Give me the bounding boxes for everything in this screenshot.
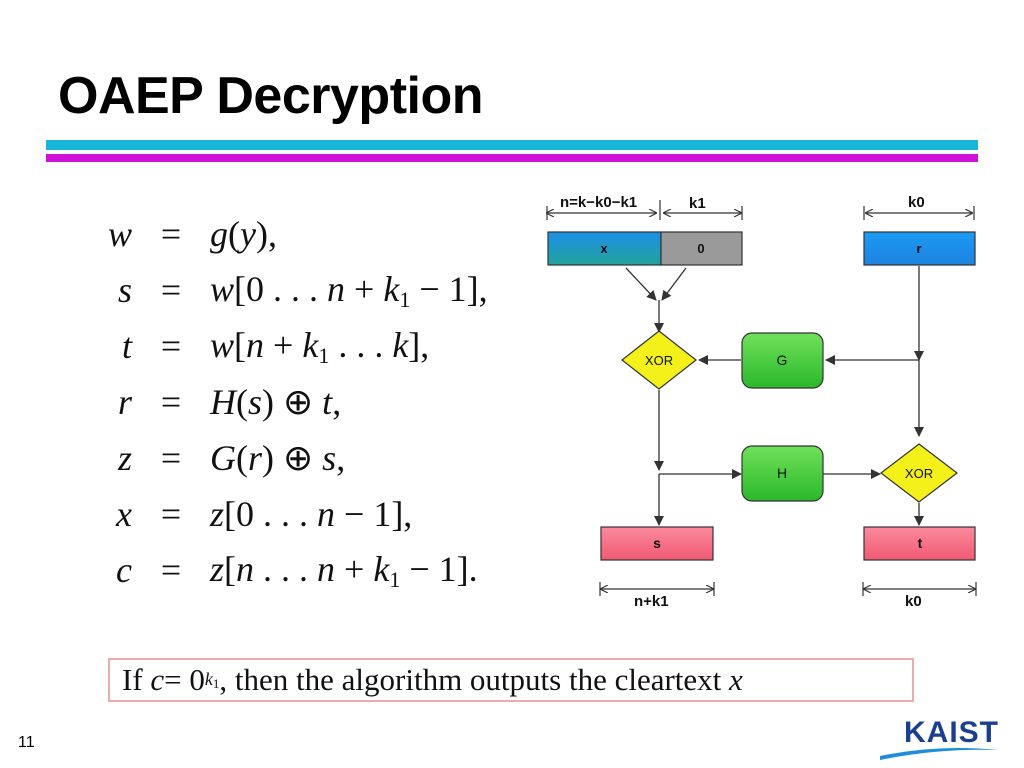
svg-text:r: r (916, 241, 921, 256)
equation-lhs: t (121, 326, 132, 366)
width-dimension-n: n=k−k0−k1 (547, 194, 661, 220)
equation-lhs: s (117, 270, 132, 310)
svg-text:XOR: XOR (645, 353, 673, 368)
equation-rhs: z[n . . . n + k1 − 1]. (210, 548, 478, 592)
equation-rhs: H(s) ⊕ t, (210, 382, 342, 422)
label-k0-width-top: k0 (908, 194, 925, 211)
block-r: r (863, 231, 976, 266)
equation-operator: = (160, 270, 182, 310)
block-x: x (547, 231, 662, 266)
svg-text:0: 0 (697, 241, 704, 256)
svg-text:x: x (600, 241, 608, 256)
equation-operator: = (160, 326, 182, 366)
equation-list: w = g(y), s = w[0 . . . n + k1 − 1], t = w[n + k… (70, 206, 488, 598)
equation-operator: = (160, 550, 182, 590)
svg-text:s: s (653, 535, 661, 551)
note-var-x: x (729, 662, 743, 697)
function-g: G (741, 332, 824, 389)
equation-lhs: r (117, 382, 132, 422)
equation-operator: = (160, 438, 182, 478)
equation-row: r = H(s) ⊕ t, (70, 374, 488, 430)
equation-rhs: w[n + k1 . . . k], (210, 324, 430, 368)
note-text-equals: = 0 (164, 662, 205, 697)
equation-row: w = g(y), (70, 206, 488, 262)
equation-row: z = G(r) ⊕ s, (70, 430, 488, 486)
equation-row: s = w[0 . . . n + k1 − 1], (70, 262, 488, 318)
equation-row: x = z[0 . . . n − 1], (70, 486, 488, 542)
equation-row: t = w[n + k1 . . . k], (70, 318, 488, 374)
equation-lhs: x (116, 494, 132, 534)
width-dimension-k0-top: k0 (863, 194, 975, 220)
label-n-plus-k1-width: n+k1 (634, 593, 669, 610)
slide-number: 11 (18, 734, 35, 751)
equation-rhs: z[0 . . . n − 1], (210, 494, 413, 534)
equation-lhs: z (117, 438, 132, 478)
svg-text:H: H (777, 465, 787, 481)
width-dimension-k1: k1 (664, 195, 743, 220)
note-text-outputs: , then the algorithm outputs the clearte… (219, 662, 722, 697)
block-zero: 0 (660, 231, 743, 266)
equation-operator: = (160, 494, 182, 534)
label-k0-width-bottom: k0 (905, 593, 922, 610)
kaist-logo: KAIST (878, 716, 1000, 762)
equation-rhs: G(r) ⊕ s, (210, 438, 346, 478)
title-rule-magenta (46, 154, 978, 162)
title-rule-cyan (46, 140, 978, 150)
block-t: t (863, 526, 976, 561)
function-h: H (741, 445, 824, 502)
equation-lhs: w (107, 214, 132, 254)
equation-rhs: g(y), (210, 214, 277, 254)
svg-text:XOR: XOR (905, 466, 933, 481)
note-text-if: If (122, 662, 143, 697)
merge-arrows (625, 267, 687, 333)
xor-left: XOR (621, 330, 697, 390)
equation-operator: = (160, 382, 182, 422)
label-k1-width: k1 (689, 195, 706, 212)
width-dimension-k0-bottom: k0 (862, 582, 977, 610)
label-n-width: n=k−k0−k1 (560, 194, 637, 211)
logo-text: KAIST (904, 716, 999, 749)
note-exponent: k1 (204, 668, 220, 691)
equation-operator: = (160, 214, 182, 254)
equation-row: c = z[n . . . n + k1 − 1]. (70, 542, 488, 598)
width-dimension-n-plus-k1: n+k1 (599, 582, 715, 610)
note-var-c: c (150, 662, 165, 697)
block-s: s (600, 526, 714, 561)
equation-rhs: w[0 . . . n + k1 − 1], (210, 268, 488, 312)
slide-title: OAEP Decryption (58, 67, 483, 125)
xor-right: XOR (880, 443, 958, 503)
svg-text:G: G (777, 352, 788, 368)
svg-text:t: t (918, 535, 923, 551)
equation-lhs: c (116, 550, 132, 590)
logo-swoosh-icon (880, 748, 998, 760)
